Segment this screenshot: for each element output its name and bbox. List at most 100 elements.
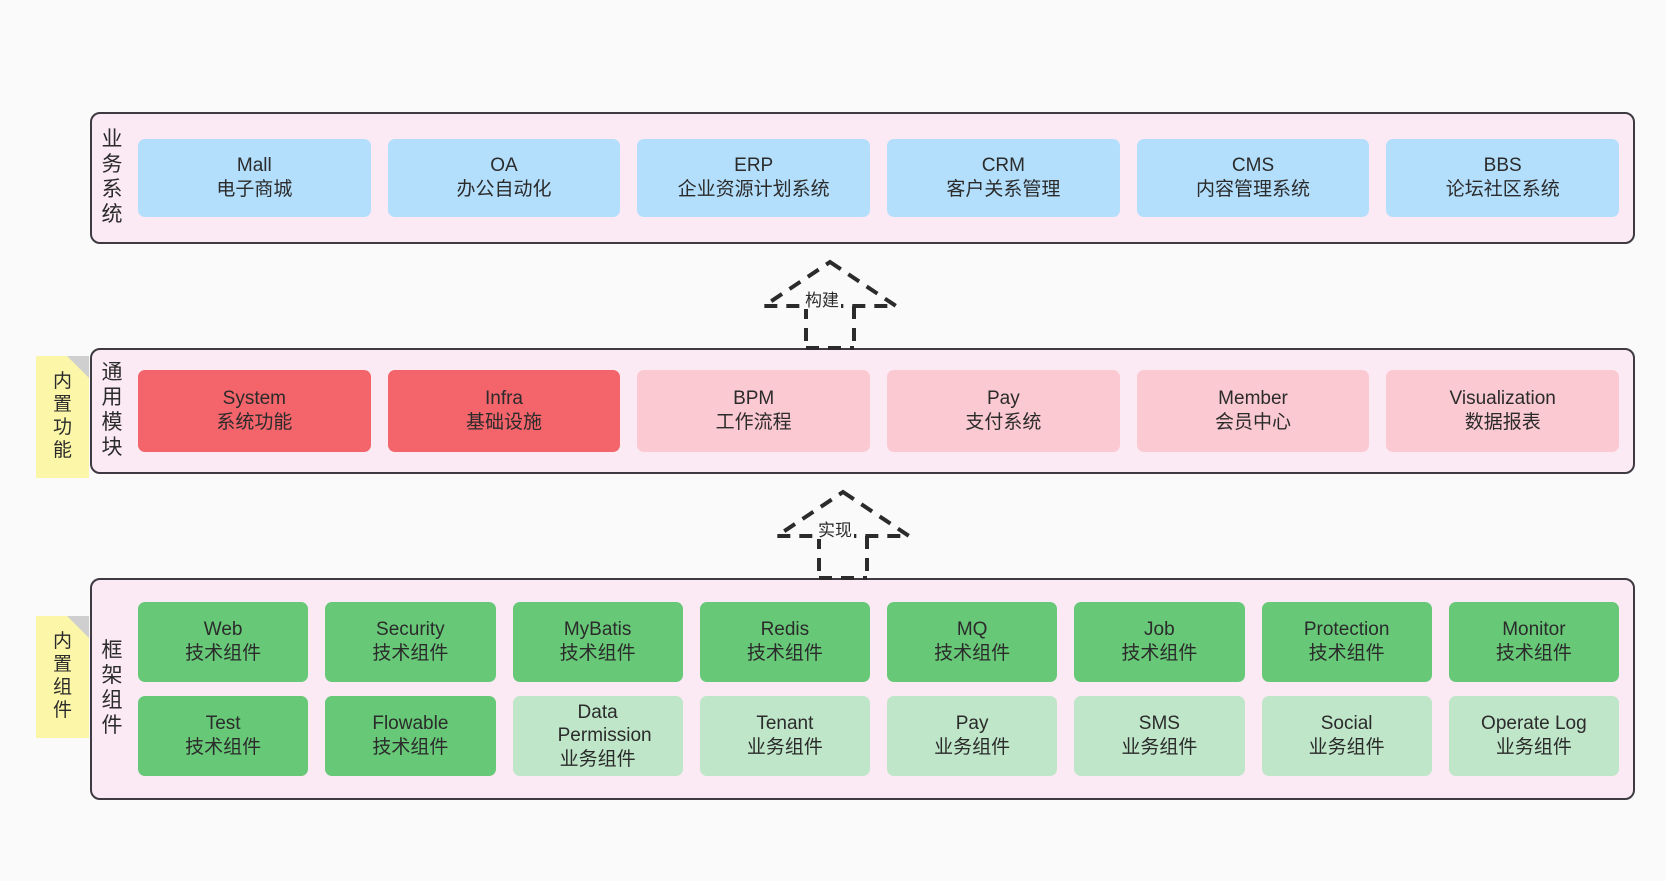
card-title-en: ERP — [734, 155, 774, 177]
card-title-en: Tenant — [756, 713, 814, 735]
label-char: 组 — [101, 689, 123, 712]
module-card-erp[interactable]: ERP 企业资源计划系统 — [637, 139, 871, 217]
sticky-char: 能 — [52, 439, 72, 461]
component-card-monitor[interactable]: Monitor 技术组件 — [1448, 602, 1619, 682]
card-title-en: MyBatis — [563, 619, 632, 641]
module-card-pay[interactable]: Pay 支付系统 — [887, 370, 1120, 452]
card-title-en: BPM — [733, 388, 775, 410]
card-title-cn: 技术组件 — [372, 737, 449, 758]
module-card-member[interactable]: Member 会员中心 — [1136, 370, 1370, 452]
card-title-cn: 内容管理系统 — [1196, 179, 1311, 200]
card-title-cn: 业务组件 — [934, 737, 1011, 758]
card-title-en: Data Permission — [557, 701, 652, 747]
connector-shaft-icon — [817, 536, 869, 580]
connector-implement: 实现 — [768, 488, 918, 580]
card-title-en: Test — [205, 713, 241, 735]
layer-common-modules: 通 用 模 块 System 系统功能 Infra 基础设施 BPM 工作流程 — [90, 348, 1635, 474]
module-card-mall[interactable]: Mall 电子商城 — [138, 139, 371, 217]
card-title-en: Operate Log — [1481, 713, 1587, 735]
component-card-mybatis[interactable]: MyBatis 技术组件 — [512, 602, 683, 682]
sticky-char: 件 — [52, 699, 72, 721]
component-card-protection[interactable]: Protection 技术组件 — [1261, 602, 1432, 682]
card-title-en: CRM — [981, 155, 1025, 177]
component-card-security[interactable]: Security 技术组件 — [325, 602, 496, 682]
module-card-bbs[interactable]: BBS 论坛社区系统 — [1386, 139, 1620, 217]
label-char: 务 — [101, 153, 123, 177]
folded-corner-icon — [67, 616, 89, 638]
layer-body-common-modules: System 系统功能 Infra 基础设施 BPM 工作流程 Pay 支付系统… — [132, 350, 1633, 472]
card-title-cn: 业务组件 — [1121, 737, 1198, 758]
component-card-mq[interactable]: MQ 技术组件 — [887, 602, 1058, 682]
label-char: 件 — [101, 713, 123, 737]
layer-label-framework-components: 框 架 组 件 — [92, 580, 132, 798]
label-char: 用 — [101, 386, 123, 410]
card-title-en: OA — [490, 155, 518, 177]
module-card-crm[interactable]: CRM 客户关系管理 — [887, 139, 1120, 217]
card-row-technical: Web 技术组件 Security 技术组件 MyBatis 技术组件 Redi… — [138, 602, 1619, 682]
sticky-char: 置 — [52, 394, 72, 416]
module-card-visualization[interactable]: Visualization 数据报表 — [1386, 370, 1620, 452]
card-title-cn: 业务组件 — [1308, 737, 1385, 758]
label-char: 业 — [101, 128, 123, 152]
layer-label-common-modules: 通 用 模 块 — [92, 350, 132, 472]
component-card-web[interactable]: Web 技术组件 — [138, 602, 309, 682]
card-title-cn: 技术组件 — [185, 737, 262, 758]
component-card-tenant[interactable]: Tenant 业务组件 — [699, 696, 870, 776]
label-char: 系 — [101, 178, 123, 201]
layer-body-framework-components: Web 技术组件 Security 技术组件 MyBatis 技术组件 Redi… — [132, 580, 1633, 798]
card-title-cn: 技术组件 — [1495, 643, 1572, 664]
card-title-cn: 基础设施 — [466, 412, 543, 433]
module-card-bpm[interactable]: BPM 工作流程 — [637, 370, 871, 452]
card-title-cn: 企业资源计划系统 — [677, 179, 830, 200]
layer-business-systems: 业 务 系 统 Mall 电子商城 OA 办公自动化 ERP 企业资源计划系统 — [90, 112, 1635, 244]
label-char: 统 — [101, 202, 123, 226]
card-title-cn: 技术组件 — [185, 643, 262, 664]
card-title-cn: 客户关系管理 — [946, 179, 1061, 200]
card-title-cn: 论坛社区系统 — [1445, 179, 1560, 200]
connector-build: 构建 — [755, 258, 905, 350]
card-title-en: MQ — [956, 619, 988, 641]
connector-shaft-icon — [804, 306, 856, 350]
card-title-cn: 业务组件 — [1495, 737, 1572, 758]
label-char: 模 — [101, 411, 123, 434]
component-card-data-permission[interactable]: Data Permission 业务组件 — [512, 696, 683, 776]
component-card-job[interactable]: Job 技术组件 — [1074, 602, 1245, 682]
card-title-cn: 电子商城 — [216, 179, 293, 200]
card-title-en: System — [222, 388, 287, 410]
component-card-operate-log[interactable]: Operate Log 业务组件 — [1448, 696, 1619, 776]
module-card-oa[interactable]: OA 办公自动化 — [387, 139, 621, 217]
card-title-en: Visualization — [1449, 388, 1556, 410]
card-title-cn: 技术组件 — [1308, 643, 1385, 664]
card-title-cn: 办公自动化 — [456, 179, 552, 200]
card-row-business: Test 技术组件 Flowable 技术组件 Data Permission … — [138, 696, 1619, 776]
card-title-cn: 技术组件 — [934, 643, 1011, 664]
card-title-en: CMS — [1231, 155, 1275, 177]
component-card-redis[interactable]: Redis 技术组件 — [699, 602, 870, 682]
connector-label-implement: 实现 — [816, 521, 854, 540]
card-title-en: Mall — [236, 155, 272, 177]
component-card-flowable[interactable]: Flowable 技术组件 — [325, 696, 496, 776]
component-card-pay[interactable]: Pay 业务组件 — [887, 696, 1058, 776]
sticky-note-builtin-component: 内 置 组 件 — [36, 616, 89, 738]
component-card-social[interactable]: Social 业务组件 — [1261, 696, 1432, 776]
card-title-cn: 技术组件 — [746, 643, 823, 664]
card-title-cn: 工作流程 — [715, 412, 792, 433]
card-row: Mall 电子商城 OA 办公自动化 ERP 企业资源计划系统 CRM 客户关系… — [138, 139, 1620, 217]
card-title-en: Infra — [484, 388, 524, 410]
folded-corner-icon — [67, 356, 89, 378]
label-char: 块 — [101, 435, 123, 459]
label-char: 架 — [101, 664, 123, 688]
component-card-test[interactable]: Test 技术组件 — [138, 696, 309, 776]
module-card-cms[interactable]: CMS 内容管理系统 — [1136, 139, 1370, 217]
module-card-system[interactable]: System 系统功能 — [138, 370, 371, 452]
layer-body-business-systems: Mall 电子商城 OA 办公自动化 ERP 企业资源计划系统 CRM 客户关系… — [132, 114, 1633, 242]
sticky-char: 功 — [52, 417, 72, 438]
card-title-en: Protection — [1303, 619, 1390, 641]
card-title-cn: 技术组件 — [1121, 643, 1198, 664]
card-title-cn: 技术组件 — [559, 643, 636, 664]
card-title-cn: 系统功能 — [216, 412, 293, 433]
component-card-sms[interactable]: SMS 业务组件 — [1074, 696, 1245, 776]
card-row: System 系统功能 Infra 基础设施 BPM 工作流程 Pay 支付系统… — [138, 370, 1620, 452]
module-card-infra[interactable]: Infra 基础设施 — [387, 370, 621, 452]
